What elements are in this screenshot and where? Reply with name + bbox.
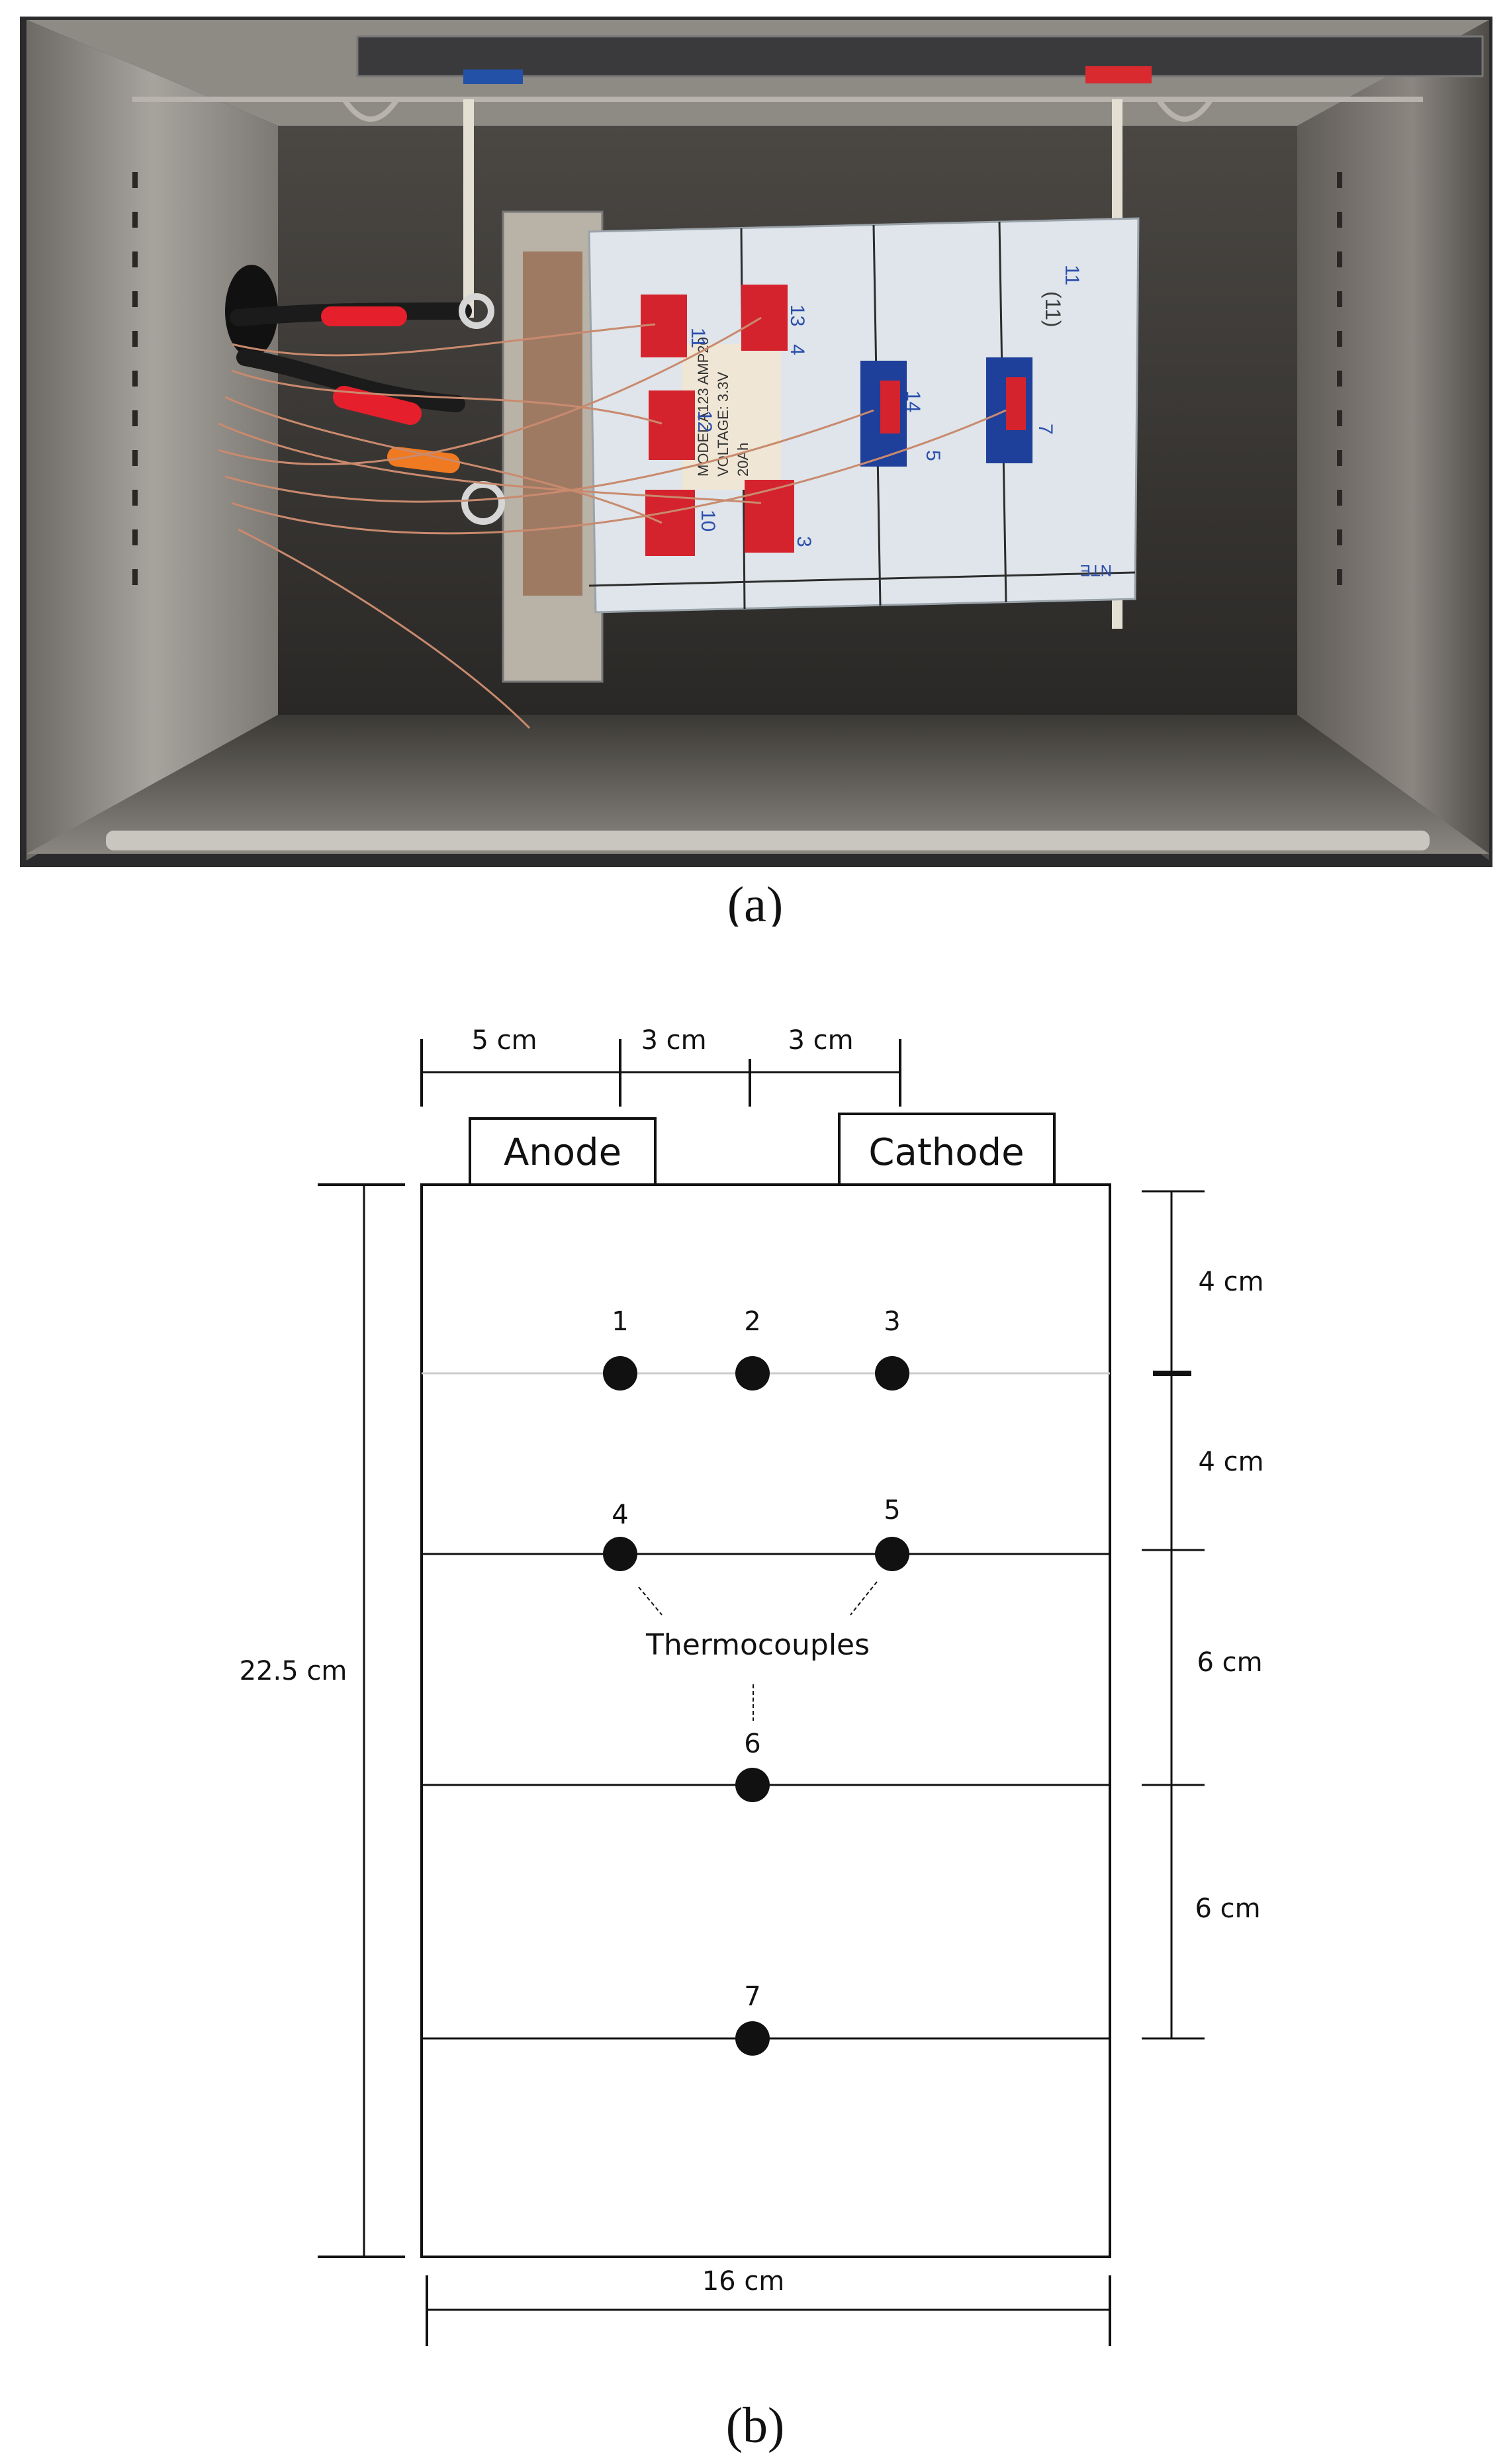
point-label-5: 5 — [884, 1495, 900, 1526]
chamber-floor — [26, 715, 1489, 854]
thermocouple-point-5 — [875, 1537, 909, 1571]
right-dim-label-4: 6 cm — [1195, 1894, 1260, 1924]
point-label-6: 6 — [744, 1729, 760, 1759]
thermocouple-tape-red — [741, 285, 788, 351]
top-dim-label-2: 3 cm — [641, 1025, 706, 1056]
height-dim-label: 22.5 cm — [240, 1656, 347, 1686]
rack-tape-red — [1085, 66, 1152, 83]
top-rack-board — [356, 35, 1484, 77]
tape-number: 13 — [786, 304, 808, 326]
cathode-label: Cathode — [868, 1131, 1024, 1174]
ring-terminal — [461, 481, 505, 525]
chamber-left-wall — [26, 20, 278, 860]
thermocouple-tape-red — [649, 390, 695, 460]
tape-number: 11 — [687, 328, 709, 348]
leader-line — [850, 1581, 878, 1616]
chamber-right-wall — [1297, 20, 1489, 860]
thermocouple-point-3 — [875, 1356, 909, 1391]
chamber-front-lip — [106, 831, 1430, 850]
thermocouple-wires — [218, 316, 1007, 729]
thermocouple-point-4 — [603, 1537, 637, 1571]
cathode-tab — [838, 1113, 1056, 1186]
thermocouple-tape-red — [745, 480, 794, 553]
thermocouple-tape-red — [1006, 377, 1026, 430]
zip-tie-left — [463, 99, 474, 318]
rack-wire-frame — [132, 97, 1423, 122]
cell-label-line-3: 20Ah — [735, 443, 751, 477]
tape-number: 10 — [697, 510, 719, 531]
thermocouple-point-6 — [735, 1768, 770, 1802]
point-label-1: 1 — [612, 1306, 628, 1337]
leader-line — [638, 1586, 663, 1616]
tape-number: 5 — [922, 450, 944, 461]
thermocouples-label: Thermocouples — [645, 1628, 870, 1662]
caption-b: (b) — [726, 2398, 785, 2453]
point-label-2: 2 — [744, 1306, 760, 1337]
ring-terminal — [459, 293, 494, 329]
terminal-clamp-bar — [523, 251, 582, 596]
tape-number: 4 — [786, 344, 808, 355]
thermocouple-point-1 — [603, 1356, 637, 1391]
chamber-photo: MODEL A123 AMP20 VOLTAGE: 3.3V 20Ah 11 1… — [20, 17, 1492, 927]
cell-label-line-1: MODEL A123 AMP20 — [695, 337, 711, 477]
right-vent-slots — [1337, 172, 1342, 585]
tape-number: 3 — [793, 536, 815, 547]
corner-text: NTE — [1080, 561, 1112, 579]
thermocouple-point-2 — [735, 1356, 770, 1391]
thermocouple-tape-red — [645, 490, 695, 556]
point-label-7: 7 — [744, 1982, 760, 2012]
top-dim-label-3: 3 cm — [788, 1025, 853, 1056]
caption-a: (a) — [727, 877, 783, 927]
tape-number: 12 — [694, 410, 715, 432]
tape-number: 7 — [1034, 424, 1056, 435]
point-label-4: 4 — [612, 1500, 628, 1530]
width-dim-label: 16 cm — [702, 2266, 785, 2297]
rack-tape-blue — [463, 69, 523, 84]
tape-number: 11 — [1061, 265, 1083, 285]
right-dim-label-1: 4 cm — [1198, 1267, 1263, 1297]
right-dim-label-2: 4 cm — [1198, 1447, 1263, 1477]
top-dim-label-1: 5 cm — [471, 1025, 537, 1056]
thermocouple-tape-red — [880, 381, 900, 433]
thermocouple-point-7 — [735, 2021, 770, 2056]
handwriting-top: (11) — [1041, 291, 1065, 328]
point-label-3: 3 — [884, 1306, 900, 1337]
anode-tab — [469, 1117, 657, 1186]
tape-number: 14 — [902, 390, 924, 412]
right-dim-label-3: 6 cm — [1197, 1647, 1262, 1678]
left-vent-slots — [132, 172, 138, 585]
anode-label: Anode — [504, 1131, 621, 1174]
cell-outline — [420, 1183, 1111, 2258]
